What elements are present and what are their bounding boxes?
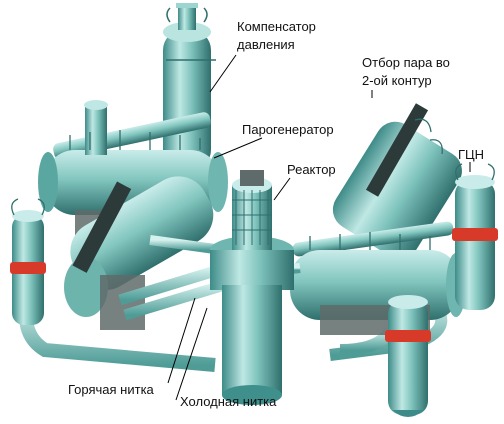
reactor: [210, 170, 294, 405]
label-steam-extraction-line1: Отбор пара во: [362, 55, 450, 70]
steam-generator-lower-right: [290, 221, 466, 335]
pump-right: [452, 163, 498, 310]
pressurizer: [163, 3, 216, 170]
label-cold-leg: Холодная нитка: [180, 394, 277, 409]
label-pressurizer-line2: давления: [237, 37, 295, 52]
label-steam-extraction-line2: 2-ой контур: [362, 73, 432, 88]
leader-lines: [167, 54, 471, 401]
pump-left: [10, 198, 46, 325]
leader-pressurizer: [209, 54, 237, 93]
pump-front: [385, 295, 431, 417]
leader-hot-leg: [167, 297, 196, 384]
leader-cold-leg: [175, 307, 208, 401]
leader-steam-generator: [213, 137, 263, 159]
label-hot-leg: Горячая нитка: [68, 382, 154, 397]
leader-reactor: [273, 177, 291, 201]
label-pump: ГЦН: [458, 147, 485, 162]
label-steam-generator: Парогенератор: [242, 122, 334, 137]
label-pressurizer-line1: Компенсатор: [237, 19, 316, 34]
label-reactor: Реактор: [287, 162, 336, 177]
steam-generator-front-left: [64, 176, 214, 330]
